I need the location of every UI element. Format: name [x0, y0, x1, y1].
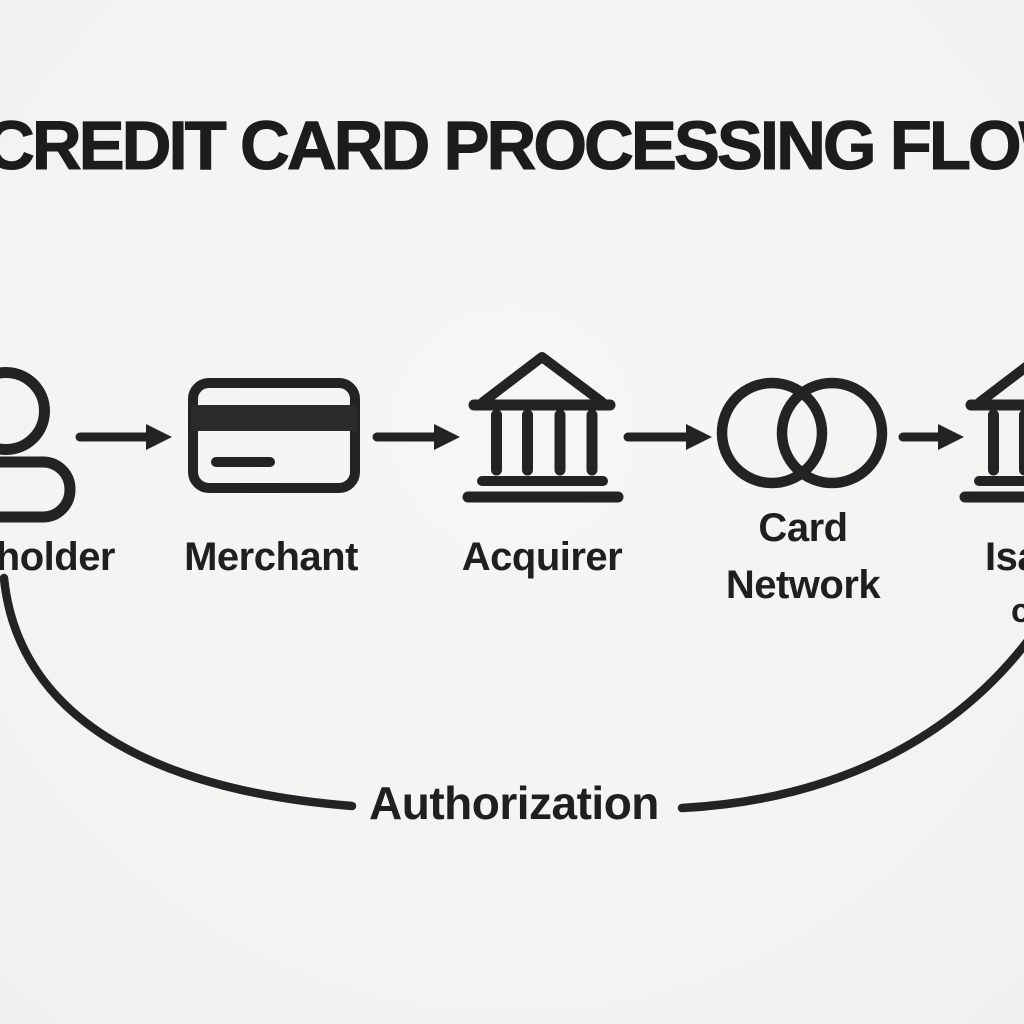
node-label-issuer-partial-line2: c — [1011, 592, 1024, 630]
node-label-card-network-line1: Card — [758, 506, 848, 550]
page-title: CREDIT CARD PROCESSING FLOW — [0, 107, 1024, 184]
flow-arrow-2-head — [434, 424, 460, 450]
node-label-merchant: Merchant — [184, 535, 358, 579]
person-icon — [0, 367, 76, 523]
authorization-curve-left — [0, 573, 357, 811]
flow-arrow-1-head — [146, 424, 172, 450]
overlapping-circles-icon — [716, 377, 888, 489]
credit-card-icon — [188, 378, 360, 493]
authorization-label: Authorization — [369, 777, 659, 829]
bank-icon — [462, 352, 624, 503]
node-label-acquirer: Acquirer — [461, 535, 623, 579]
bank-icon — [959, 362, 1024, 503]
node-label-card-network-line2: Network — [725, 563, 881, 607]
node-label-cardholder: Cardholder — [0, 535, 116, 579]
flow-arrow-4-head — [938, 424, 964, 450]
authorization-curve-right — [677, 638, 1024, 813]
flow-arrow-3-head — [686, 424, 712, 450]
node-label-issuer: Isa — [985, 535, 1024, 579]
